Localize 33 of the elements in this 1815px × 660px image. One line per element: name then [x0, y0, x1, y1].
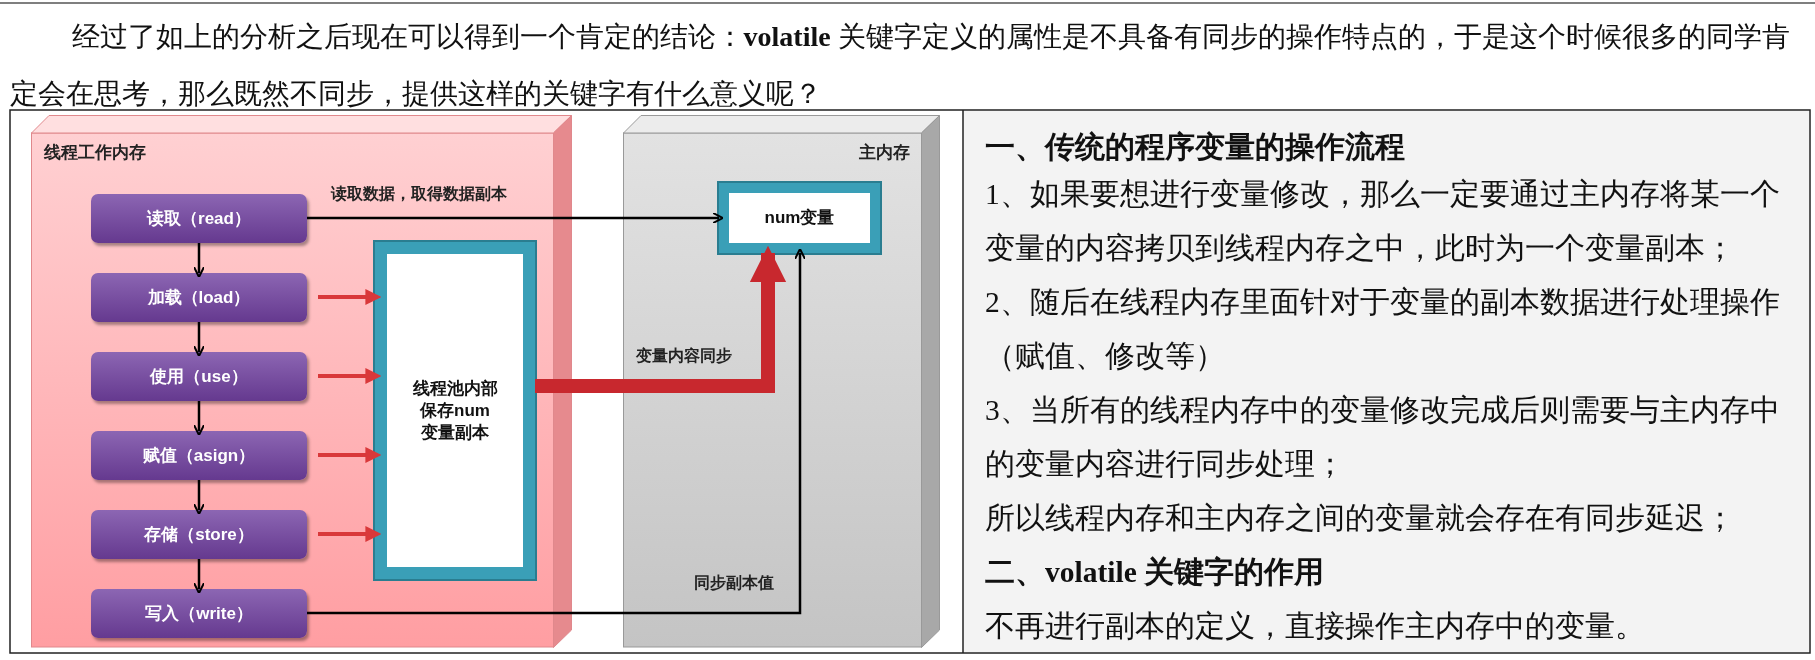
- arrow: [307, 248, 806, 615]
- edge-label: 读取数据，取得数据副本: [331, 184, 507, 204]
- paragraph: 3、当所有的线程内存中的变量修改完成后则需要与主内存中的变量内容进行同步处理；: [985, 393, 1781, 482]
- paragraph: 所以线程内存和主内存之间的变量就会存在有同步延迟；: [985, 501, 1736, 536]
- edge-label: 变量内容同步: [636, 346, 732, 366]
- arrow: [193, 401, 205, 436]
- panel-title: 主内存: [859, 142, 910, 164]
- arrow: [318, 526, 382, 542]
- paragraph: 不再进行副本的定义，直接操作主内存中的变量。: [985, 609, 1646, 644]
- paragraph: 2、随后在线程内存里面针对于变量的副本数据进行处理操作（赋值、修改等）: [985, 285, 1781, 374]
- arrow: [318, 289, 382, 305]
- arrow: [318, 368, 382, 384]
- variable-box: num变量: [719, 183, 880, 253]
- arrow: [193, 322, 205, 357]
- paragraph: 1、如果要想进行变量修改，那么一定要通过主内存将某一个变量的内容拷贝到线程内存之中，此时为一个变量副本；: [985, 177, 1781, 266]
- arrow: [307, 212, 724, 224]
- step-box: 存储（store）: [91, 510, 307, 559]
- step-box: 写入（write）: [91, 589, 307, 638]
- arrow: [535, 245, 787, 393]
- arrow: [193, 559, 205, 594]
- copy-box: 线程池内部保存num变量副本: [375, 242, 535, 579]
- arrow: [193, 243, 205, 278]
- arrow: [193, 480, 205, 515]
- edge-label: 同步副本值: [694, 573, 774, 593]
- step-box: 读取（read）: [91, 194, 307, 243]
- step-box: 赋值（asign）: [91, 431, 307, 480]
- step-box: 使用（use）: [91, 352, 307, 401]
- section-heading: 二、volatile 关键字的作用: [985, 555, 1326, 590]
- arrow: [318, 447, 382, 463]
- step-box: 加载（load）: [91, 273, 307, 322]
- section-heading: 一、传统的程序变量的操作流程: [985, 130, 1406, 165]
- panel-title: 线程工作内存: [44, 142, 146, 164]
- intro-paragraph: 经过了如上的分析之后现在可以得到一个肯定的结论：volatile 关键字定义的属性是不具备有同步的操作特点的，于是这个时候很多的同学肯定会在思考，那么既然不同步，提供这样的关键字有什么意义呢？: [10, 20, 1791, 111]
